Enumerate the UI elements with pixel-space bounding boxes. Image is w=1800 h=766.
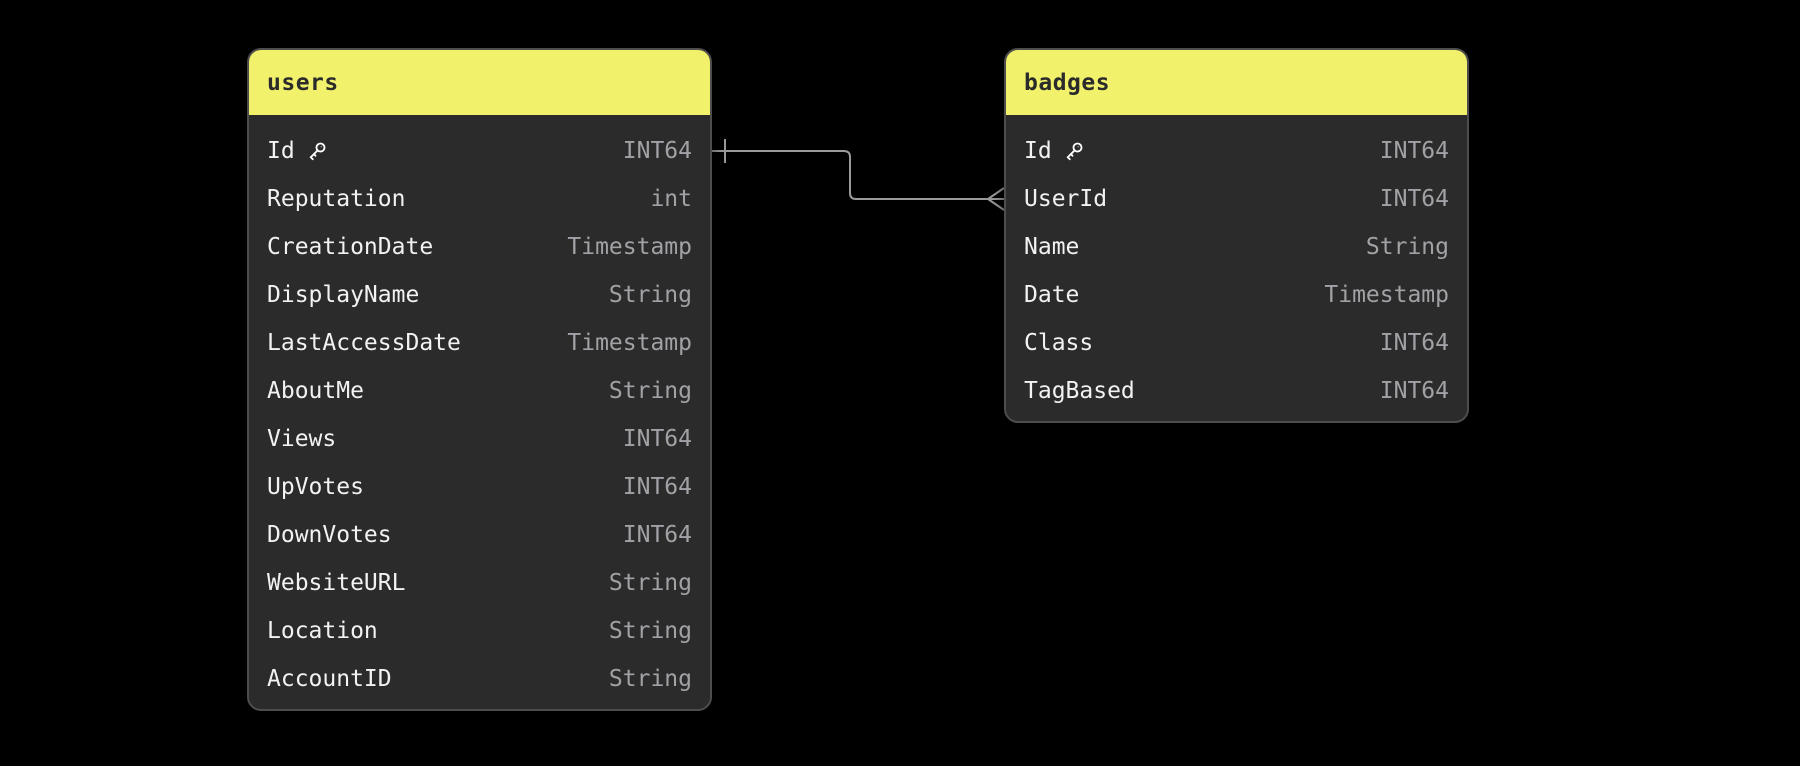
field-name: Id <box>267 138 328 164</box>
field-row-badges-date[interactable]: Date Timestamp <box>1006 271 1467 319</box>
field-type: String <box>1365 234 1449 260</box>
field-name: UpVotes <box>267 474 364 500</box>
table-body: Id INT64 UserId INT64 Name String <box>1006 115 1467 421</box>
field-row-users-websiteurl[interactable]: WebsiteURL String <box>249 559 710 607</box>
table-header[interactable]: badges <box>1006 50 1467 115</box>
field-name: CreationDate <box>267 234 433 260</box>
primary-key-icon <box>1063 140 1085 162</box>
field-name-label: Id <box>267 138 295 164</box>
field-name-label: Id <box>1024 138 1052 164</box>
field-name-label: Name <box>1024 234 1080 260</box>
field-name-label: Reputation <box>267 186 406 212</box>
field-name: Date <box>1024 282 1079 308</box>
field-row-badges-tagbased[interactable]: TagBased INT64 <box>1006 367 1467 415</box>
field-row-users-id[interactable]: Id INT64 <box>249 127 710 175</box>
field-name-label: DownVotes <box>267 522 392 548</box>
field-name: Id <box>1024 138 1085 164</box>
field-row-users-downvotes[interactable]: DownVotes INT64 <box>249 511 710 559</box>
field-name-label: Views <box>267 426 337 452</box>
field-row-users-lastaccessdate[interactable]: LastAccessDate Timestamp <box>249 319 710 367</box>
table-header[interactable]: users <box>249 50 710 115</box>
table-title: users <box>267 69 339 96</box>
field-type: String <box>608 378 692 404</box>
field-type: String <box>608 666 692 692</box>
field-row-users-upvotes[interactable]: UpVotes INT64 <box>249 463 710 511</box>
field-type: INT64 <box>1379 330 1449 356</box>
field-row-users-location[interactable]: Location String <box>249 607 710 655</box>
field-type: INT64 <box>1379 186 1449 212</box>
field-name-label: Location <box>267 618 378 644</box>
field-name: WebsiteURL <box>267 570 405 596</box>
field-type: INT64 <box>1379 378 1449 404</box>
field-name-label: Class <box>1024 330 1094 356</box>
field-name-label: Date <box>1024 282 1080 308</box>
field-name: AboutMe <box>267 378 364 404</box>
field-row-badges-name[interactable]: Name String <box>1006 223 1467 271</box>
field-name-label: AccountID <box>267 666 392 692</box>
field-name-label: UpVotes <box>267 474 364 500</box>
field-name: Location <box>267 618 378 644</box>
field-name: Reputation <box>267 186 405 212</box>
field-type: String <box>608 618 692 644</box>
field-type: String <box>608 570 692 596</box>
field-name: AccountID <box>267 666 392 692</box>
field-type: Timestamp <box>1324 282 1449 308</box>
field-type: int <box>650 186 692 212</box>
table-badges[interactable]: badges Id INT64 UserId INT64 Name <box>1004 48 1469 423</box>
field-name-label: UserId <box>1024 186 1108 212</box>
field-name: UserId <box>1024 186 1107 212</box>
field-row-users-accountid[interactable]: AccountID String <box>249 655 710 703</box>
field-type: INT64 <box>622 474 692 500</box>
field-row-users-views[interactable]: Views INT64 <box>249 415 710 463</box>
table-users[interactable]: users Id INT64 Reputation int CreationD <box>247 48 712 711</box>
table-body: Id INT64 Reputation int CreationDate Tim… <box>249 115 710 709</box>
field-type: INT64 <box>1379 138 1449 164</box>
field-name: Name <box>1024 234 1079 260</box>
field-type: Timestamp <box>567 234 692 260</box>
field-row-badges-userid[interactable]: UserId INT64 <box>1006 175 1467 223</box>
field-row-badges-class[interactable]: Class INT64 <box>1006 319 1467 367</box>
field-name: Views <box>267 426 336 452</box>
field-type: INT64 <box>622 522 692 548</box>
field-row-badges-id[interactable]: Id INT64 <box>1006 127 1467 175</box>
field-name: DownVotes <box>267 522 392 548</box>
field-row-users-aboutme[interactable]: AboutMe String <box>249 367 710 415</box>
field-name-label: CreationDate <box>267 234 434 260</box>
field-row-users-displayname[interactable]: DisplayName String <box>249 271 710 319</box>
field-type: Timestamp <box>567 330 692 356</box>
field-name-label: LastAccessDate <box>267 330 461 356</box>
primary-key-icon <box>306 140 328 162</box>
field-name: TagBased <box>1024 378 1135 404</box>
field-name: DisplayName <box>267 282 419 308</box>
field-name: LastAccessDate <box>267 330 461 356</box>
field-type: INT64 <box>622 138 692 164</box>
field-type: String <box>608 282 692 308</box>
field-name-label: TagBased <box>1024 378 1135 404</box>
field-name: Class <box>1024 330 1093 356</box>
table-title: badges <box>1024 69 1111 96</box>
field-name-label: DisplayName <box>267 282 420 308</box>
field-row-users-creationdate[interactable]: CreationDate Timestamp <box>249 223 710 271</box>
field-name-label: WebsiteURL <box>267 570 406 596</box>
field-row-users-reputation[interactable]: Reputation int <box>249 175 710 223</box>
field-name-label: AboutMe <box>267 378 364 404</box>
field-type: INT64 <box>622 426 692 452</box>
